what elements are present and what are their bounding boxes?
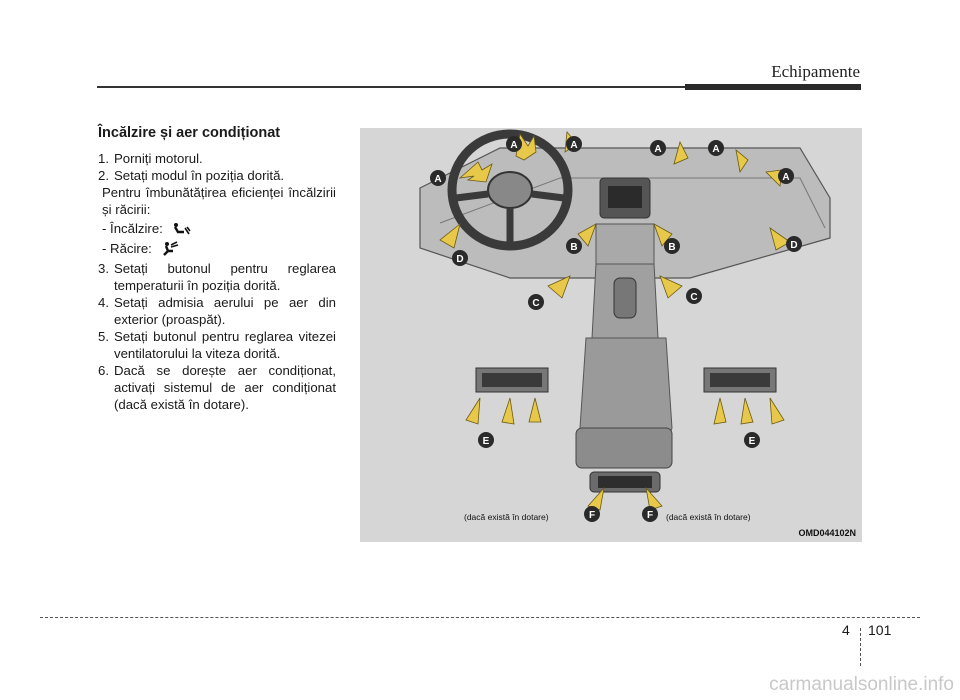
heating-mode: - Încălzire: [102,220,336,237]
step-3: 3.Setați butonul pentru reglarea tempera… [98,261,336,293]
step-6: 6.Dacă se dorește aer condiționat, activ… [98,363,336,412]
vent-label-a5: A [712,144,719,155]
floor-mode-icon [173,222,191,234]
vent-label-a6: A [782,172,789,183]
vent-label-a4: A [654,144,661,155]
vent-label-c2: C [690,292,697,303]
figure-code: OMD044102N [798,528,856,538]
cooling-mode: - Răcire: [102,240,336,257]
vent-label-b1: B [570,242,577,253]
vent-label-b2: B [668,242,675,253]
vent-label-a2: A [510,140,517,151]
vent-label-e2: E [749,436,756,447]
vent-label-a3: A [570,140,577,151]
header-rule-accent [685,84,861,90]
header-title: Echipamente [771,62,860,81]
face-mode-icon [162,240,179,256]
watermark: carmanualsonline.info [769,674,954,695]
step-2: 2.Setați modul în poziția dorită. [98,168,285,183]
vent-label-a1: A [434,174,441,185]
vent-label-c1: C [532,298,539,309]
section-title: Încălzire și aer condiționat [98,125,281,141]
dashboard-drawing: A A A A A A B B C C D D E E F F [419,129,831,522]
page-number: 101 [868,622,892,638]
vent-label-f2: F [647,510,653,521]
step-4: 4.Setați admisia aerului pe aer din exte… [98,295,336,327]
vent-label-d1: D [456,254,463,265]
vent-label-f1: F [589,510,595,521]
instructions: 1.Porniți motorul. 2.Setați modul în poz… [98,150,336,413]
footer-rule [40,617,920,618]
efficiency-note: Pentru îmbunătățirea eficienței încălzir… [102,185,336,217]
vent-label-e1: E [483,436,490,447]
step-5: 5.Setați butonul pentru reglarea vitezei… [98,329,336,361]
vent-label-d2: D [790,240,797,251]
header-rule [97,86,859,88]
step-1: 1.Porniți motorul. [98,151,203,166]
chapter-number: 4 [842,622,850,638]
air-vent-illustration: A A A A A A B B C C D D E E F F (dacă ex… [360,128,862,542]
footer-divider [860,628,861,666]
figure-note-right: (dacă există în dotare) [666,512,751,522]
figure-note-left: (dacă există în dotare) [464,512,549,522]
